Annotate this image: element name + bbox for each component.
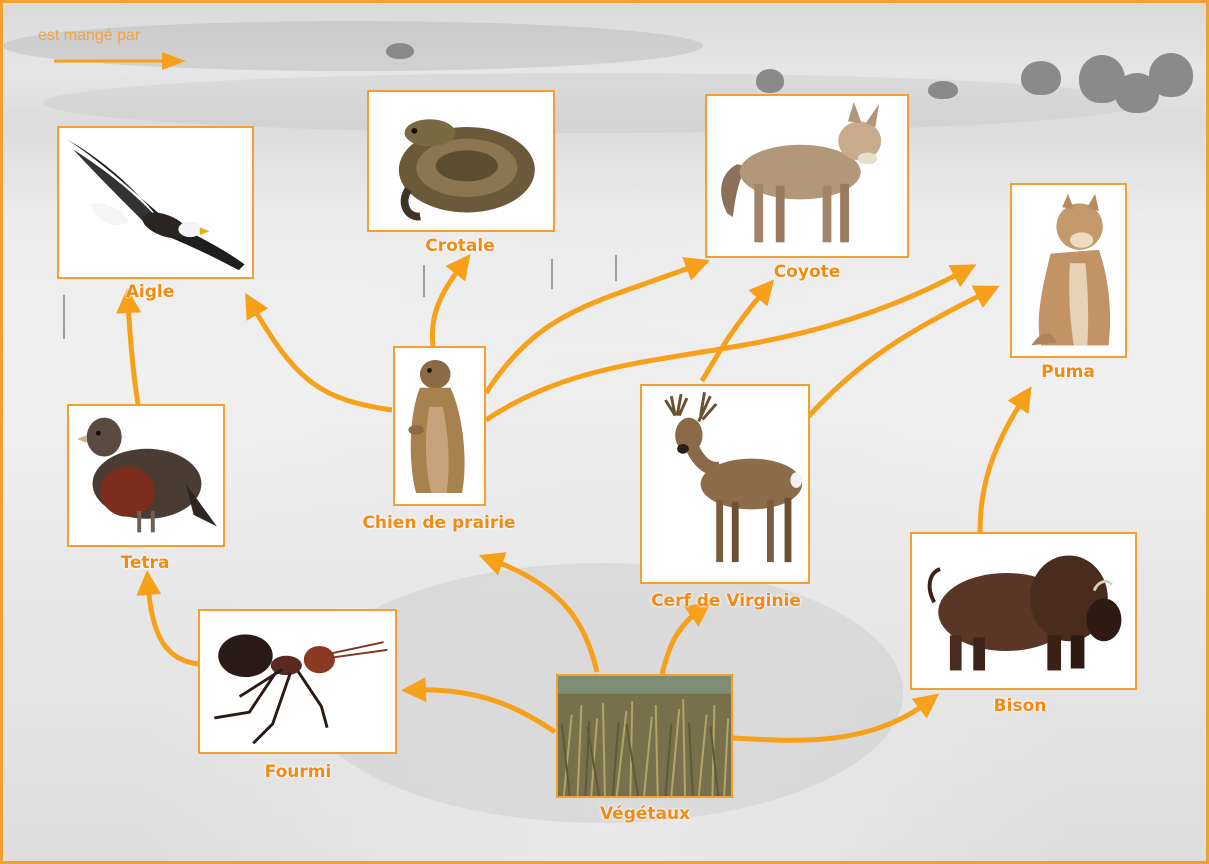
- label-puma: Puma: [1023, 362, 1113, 382]
- ant-card: [198, 609, 397, 754]
- deer-illustration: [642, 386, 808, 582]
- label-aigle: Aigle: [105, 282, 195, 302]
- arrow-vegetaux-fourmi: [415, 690, 555, 732]
- label-vegetaux: Végétaux: [570, 804, 720, 824]
- grouse-card: [67, 404, 225, 547]
- puma-card: [1010, 183, 1127, 358]
- rattlesnake-illustration: [369, 92, 553, 230]
- rattlesnake-card: [367, 90, 555, 232]
- arrow-bison-puma: [980, 398, 1024, 532]
- arrow-cerf-coyote: [702, 290, 765, 381]
- arrow-vegetaux-cerf: [662, 610, 700, 674]
- label-chien-de-prairie: Chien de prairie: [347, 513, 531, 533]
- arrow-chien-aigle: [252, 305, 392, 410]
- eagle-illustration: [59, 128, 252, 277]
- eagle-card: [57, 126, 254, 279]
- arrow-cerf-puma: [808, 292, 987, 417]
- arrow-vegetaux-chien: [492, 560, 597, 672]
- prairie-dog-illustration: [395, 348, 484, 504]
- prairie-dog-card: [393, 346, 486, 506]
- ant-illustration: [200, 611, 395, 752]
- arrow-vegetaux-bison: [733, 702, 928, 740]
- coyote-illustration: [707, 96, 907, 256]
- label-bison: Bison: [975, 696, 1065, 716]
- arrow-chien-crotale: [432, 265, 462, 346]
- grass-illustration: [558, 676, 731, 796]
- label-coyote: Coyote: [752, 262, 862, 282]
- bison-illustration: [912, 534, 1135, 688]
- plants-card: [556, 674, 733, 798]
- deer-card: [640, 384, 810, 584]
- bison-card: [910, 532, 1137, 690]
- label-crotale: Crotale: [405, 236, 515, 256]
- label-cerf-de-virginie: Cerf de Virginie: [636, 591, 816, 611]
- grouse-illustration: [69, 406, 223, 545]
- label-fourmi: Fourmi: [248, 762, 348, 782]
- arrow-tetra-aigle: [128, 302, 138, 404]
- coyote-card: [705, 94, 909, 258]
- puma-illustration: [1012, 185, 1125, 356]
- arrow-fourmi-tetra: [148, 584, 198, 664]
- label-tetra: Tetra: [100, 553, 190, 573]
